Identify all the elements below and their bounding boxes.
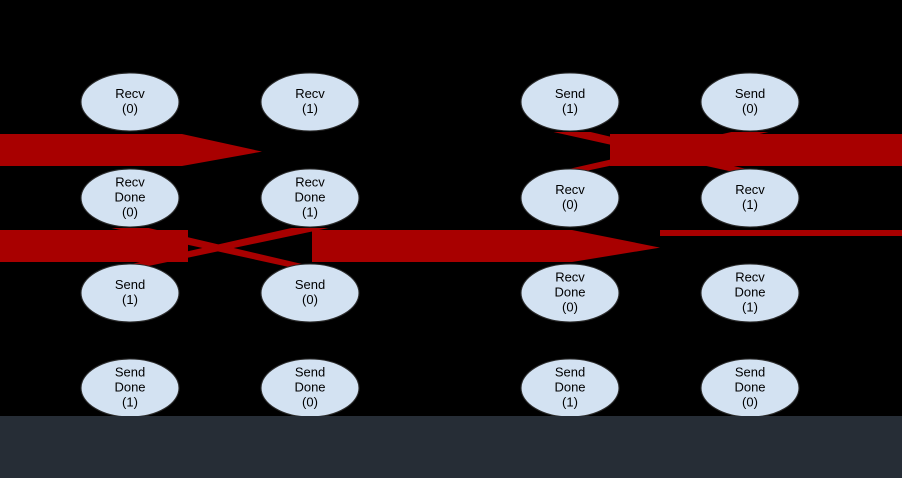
node-label-line: Done	[294, 379, 325, 394]
node-label-line: (0)	[562, 299, 578, 314]
node-label-line: (0)	[122, 204, 138, 219]
state-node-r0c1[interactable]: Recv(1)	[260, 72, 360, 132]
node-label-line: Recv	[555, 269, 585, 284]
state-node-r2c1[interactable]: Send(0)	[260, 263, 360, 323]
node-ellipse	[80, 72, 180, 132]
node-layer: Recv(0)Recv(1)Send(1)Send(0)RecvDone(0)R…	[80, 72, 800, 418]
edge-cross-left-b	[113, 228, 329, 268]
state-node-r0c3[interactable]: Send(0)	[700, 72, 800, 132]
node-label-line: Recv	[295, 174, 325, 189]
node-label-line: (0)	[742, 101, 758, 116]
node-ellipse	[80, 168, 180, 228]
node-label-line: (1)	[562, 101, 578, 116]
node-label-line: Recv	[115, 174, 145, 189]
node-label-line: (0)	[562, 197, 578, 212]
node-label-line: Done	[114, 379, 145, 394]
edge-band-right-row1-row2	[660, 230, 902, 236]
node-label-line: (1)	[302, 204, 318, 219]
edge-band-mid-row1-row2	[312, 230, 572, 262]
node-label-line: (1)	[562, 394, 578, 409]
node-label-line: (0)	[742, 394, 758, 409]
node-label-line: Send	[555, 86, 585, 101]
node-label-line: Recv	[115, 86, 145, 101]
node-label-line: Recv	[735, 182, 765, 197]
node-label-line: Send	[295, 277, 325, 292]
node-label-line: Send	[295, 364, 325, 379]
node-ellipse	[700, 263, 800, 323]
node-label-line: (1)	[122, 292, 138, 307]
edge-cross-right-b	[555, 132, 769, 172]
node-label-line: Recv	[295, 86, 325, 101]
node-label-line: Send	[555, 364, 585, 379]
node-label-line: Done	[734, 379, 765, 394]
node-label-line: (1)	[742, 197, 758, 212]
node-ellipse	[80, 263, 180, 323]
node-label-line: (0)	[122, 101, 138, 116]
node-ellipse	[520, 263, 620, 323]
node-label-line: Done	[554, 379, 585, 394]
node-label-line: (1)	[742, 299, 758, 314]
node-ellipse	[700, 168, 800, 228]
state-node-r0c2[interactable]: Send(1)	[520, 72, 620, 132]
node-label-line: (1)	[302, 101, 318, 116]
node-ellipse	[520, 72, 620, 132]
edge-taper-left-row0-row1	[182, 134, 262, 166]
node-ellipse	[260, 263, 360, 323]
node-label-line: (0)	[302, 394, 318, 409]
node-ellipse	[700, 72, 800, 132]
node-label-line: (1)	[122, 394, 138, 409]
state-node-r1c2[interactable]: Recv(0)	[520, 168, 620, 228]
node-label-line: Send	[115, 277, 145, 292]
state-node-r2c0[interactable]: Send(1)	[80, 263, 180, 323]
edge-layer	[0, 132, 902, 268]
node-label-line: Send	[735, 364, 765, 379]
edge-band-left-row0-row1	[0, 134, 182, 166]
node-label-line: Send	[115, 364, 145, 379]
node-label-line: Done	[554, 284, 585, 299]
node-ellipse	[260, 168, 360, 228]
node-label-line: Send	[735, 86, 765, 101]
node-ellipse	[520, 168, 620, 228]
footer-bar	[0, 416, 902, 478]
node-ellipse	[260, 72, 360, 132]
state-node-r1c3[interactable]: Recv(1)	[700, 168, 800, 228]
node-label-line: Recv	[735, 269, 765, 284]
node-label-line: (0)	[302, 292, 318, 307]
edge-taper-mid-right	[572, 230, 660, 262]
node-label-line: Done	[114, 189, 145, 204]
node-label-line: Done	[734, 284, 765, 299]
node-label-line: Recv	[555, 182, 585, 197]
node-label-line: Done	[294, 189, 325, 204]
state-node-r0c0[interactable]: Recv(0)	[80, 72, 180, 132]
